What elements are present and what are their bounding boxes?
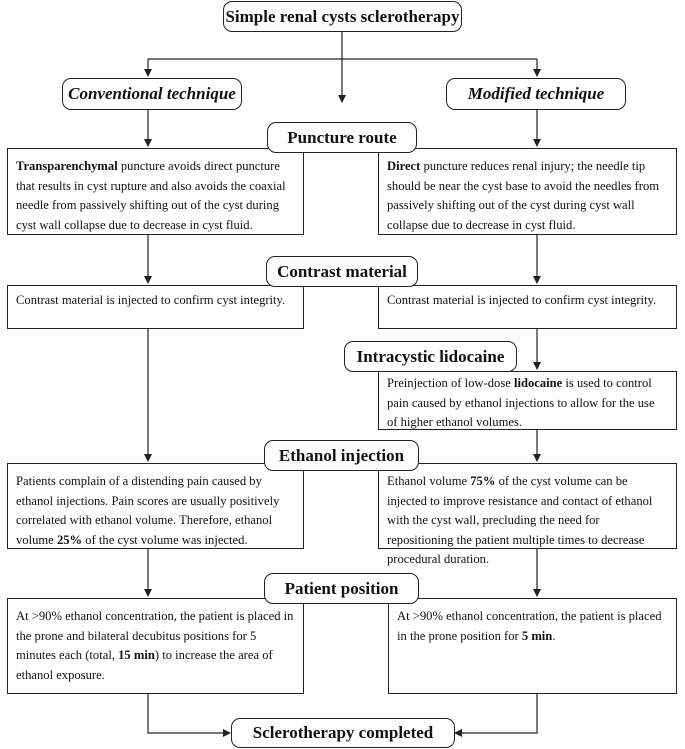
left-position-post: ) to increase the area of ethanol exposu…: [16, 648, 273, 682]
left-ethanol-post: of the cyst volume was injected.: [82, 532, 248, 547]
left-position-box: At >90% ethanol concentration, the patie…: [7, 598, 304, 694]
arrow-right-final: [454, 694, 538, 737]
title-box: Simple renal cysts sclerotherapy: [223, 1, 462, 32]
right-lidocaine-pre: Preinjection of low-dose: [387, 376, 514, 390]
left-contrast-text: Contrast material is injected to confirm…: [16, 293, 286, 307]
ethanol-injection-label: Ethanol injection: [264, 440, 419, 471]
right-puncture-text: puncture reduces renal injury; the needl…: [387, 159, 660, 232]
left-ethanol-bold: 25%: [56, 532, 83, 547]
left-puncture-text: puncture avoids direct puncture that res…: [16, 159, 286, 232]
right-lidocaine-bold: lidocaine: [513, 376, 563, 390]
right-lidocaine-post: is used to control pain caused by ethano…: [387, 376, 655, 429]
intracystic-lidocaine-text: Intracystic lidocaine: [356, 347, 505, 366]
conventional-label: Conventional technique: [68, 84, 236, 103]
puncture-route-text: Puncture route: [287, 128, 397, 147]
right-position-post: .: [552, 628, 556, 643]
right-lidocaine-box: Preinjection of low-dose lidocaine is us…: [378, 371, 677, 430]
patient-position-label: Patient position: [264, 573, 419, 604]
ethanol-injection-text: Ethanol injection: [278, 446, 405, 465]
left-ethanol-pre: Patients complain of a distending pain c…: [16, 474, 280, 547]
right-ethanol-post: of the cyst volume can be injected to im…: [387, 474, 653, 566]
contrast-material-text: Contrast material: [277, 262, 407, 281]
sclerotherapy-completed-text: Sclerotherapy completed: [252, 723, 434, 742]
left-puncture-box: Transparenchymal puncture avoids direct …: [7, 148, 304, 235]
contrast-material-label: Contrast material: [266, 256, 418, 287]
right-position-box: At >90% ethanol concentration, the patie…: [388, 598, 677, 694]
conventional-header: Conventional technique: [62, 78, 242, 110]
right-ethanol-bold: 75%: [470, 474, 496, 488]
left-position-bold: 15 min: [118, 648, 155, 662]
right-position-bold: 5 min: [521, 628, 553, 643]
intracystic-lidocaine-label: Intracystic lidocaine: [344, 341, 517, 372]
right-position-pre: At >90% ethanol concentration, the patie…: [397, 609, 662, 643]
left-ethanol-box: Patients complain of a distending pain c…: [7, 463, 304, 549]
arrow-left-final: [147, 694, 231, 737]
right-ethanol-box: Ethanol volume 75% of the cyst volume ca…: [378, 463, 677, 566]
patient-position-text: Patient position: [284, 579, 399, 598]
left-contrast-box: Contrast material is injected to confirm…: [7, 285, 304, 329]
modified-label: Modified technique: [467, 84, 605, 103]
sclerotherapy-completed-box: Sclerotherapy completed: [231, 718, 455, 748]
right-ethanol-pre: Ethanol volume: [387, 474, 471, 488]
right-contrast-box: Contrast material is injected to confirm…: [378, 285, 677, 329]
left-position-pre: At >90% ethanol concentration, the patie…: [16, 609, 294, 662]
title-text: Simple renal cysts sclerotherapy: [225, 7, 460, 26]
right-contrast-text: Contrast material is injected to confirm…: [387, 293, 657, 307]
puncture-route-label: Puncture route: [267, 122, 417, 153]
modified-header: Modified technique: [446, 78, 626, 110]
left-puncture-bold: Transparenchymal: [16, 159, 118, 173]
right-puncture-box: Direct puncture reduces renal injury; th…: [378, 148, 677, 235]
right-puncture-bold: Direct: [387, 159, 421, 173]
